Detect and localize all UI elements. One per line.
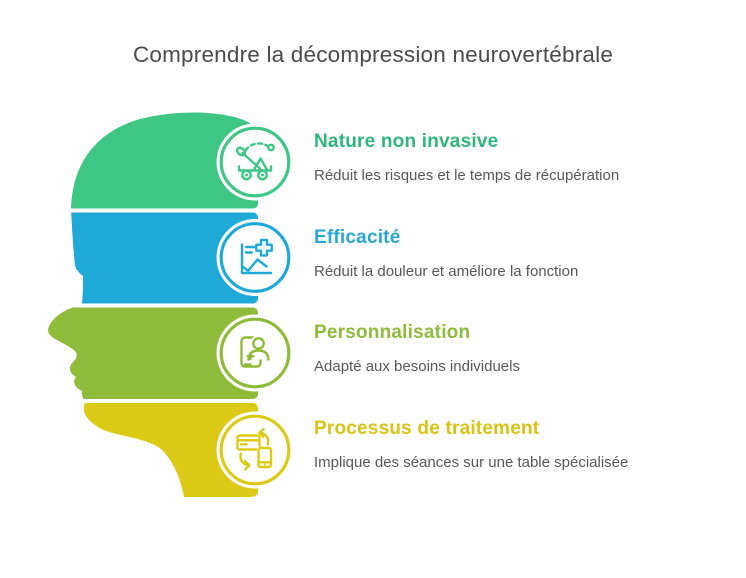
icon-badge-non-invasive [216, 123, 294, 201]
head-band-personnalisation [48, 307, 258, 399]
catapult-icon [235, 142, 275, 181]
badge-ring [219, 222, 291, 293]
section-title: Nature non invasive [314, 131, 499, 152]
section-title: Efficacité [314, 227, 401, 248]
icon-badge-processus [216, 411, 294, 489]
section-title: Personnalisation [314, 322, 471, 343]
head-band-efficacite [48, 212, 258, 304]
section-non-invasive: Nature non invasive Réduit les risques e… [314, 130, 734, 185]
page-title: Comprendre la décompression neurovertébr… [132, 42, 614, 67]
tablet-patient-icon [240, 335, 272, 368]
icon-badge-personnalisation [216, 314, 294, 392]
section-efficacite: Efficacité Réduit la douleur et améliore… [314, 226, 734, 281]
section-description: Adapté aux besoins individuels [314, 358, 520, 375]
chart-growth-medical-icon [240, 238, 273, 275]
section-processus: Processus de traitement Implique des séa… [314, 417, 734, 472]
icon-badge-efficacite [216, 219, 294, 296]
section-description: Réduit les risques et le temps de récupé… [314, 167, 620, 184]
section-description: Réduit la douleur et améliore la fonctio… [314, 263, 579, 280]
section-personnalisation: Personnalisation Adapté aux besoins indi… [314, 321, 734, 376]
section-title: Processus de traitement [314, 418, 540, 439]
section-description: Implique des séances sur une table spéci… [314, 454, 629, 471]
card-phone-transfer-icon [236, 428, 273, 471]
